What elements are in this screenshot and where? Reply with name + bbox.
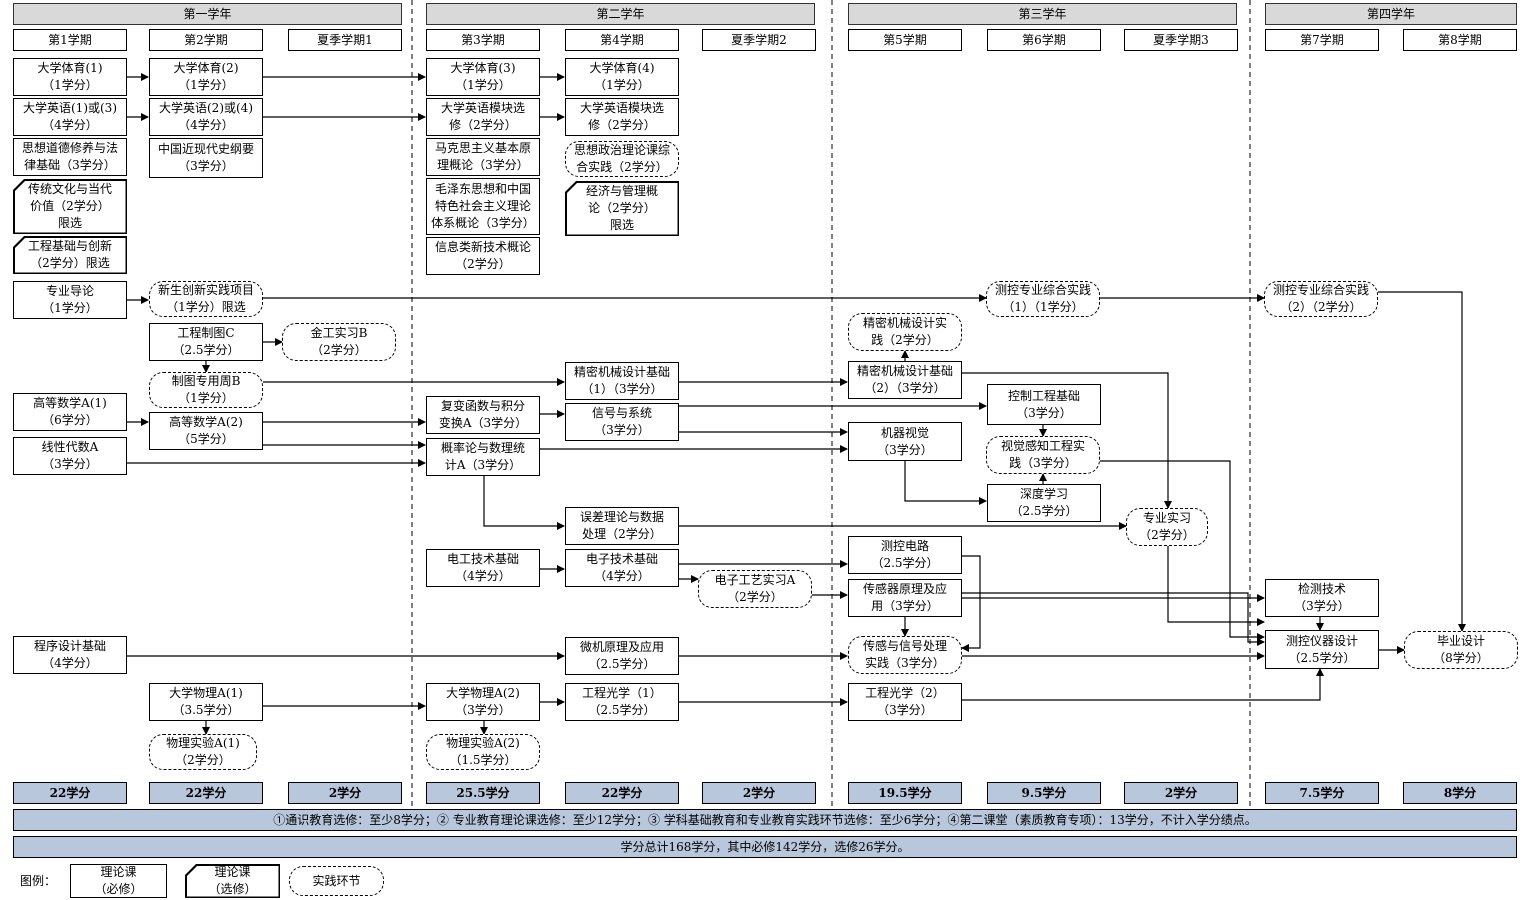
practice-politics: 思想政治理论课综 合实践（2学分） xyxy=(565,141,679,177)
semester-6-header: 第6学期 xyxy=(987,29,1101,51)
year-3-header: 第三学年 xyxy=(848,3,1237,25)
course-intro: 专业导论 （1学分） xyxy=(13,281,127,319)
course-error-theory: 误差理论与数据 处理（2学分） xyxy=(565,507,679,545)
course-electronics: 电子技术基础 （4学分） xyxy=(565,549,679,587)
course-sensors: 传感器原理及应 用（3学分） xyxy=(848,579,962,617)
course-control-engineering: 控制工程基础 （3学分） xyxy=(987,384,1101,425)
legend-elective-theory: 理论课 （选修） xyxy=(186,865,279,897)
semester-8-header: 第8学期 xyxy=(1403,29,1517,51)
course-signals-systems: 信号与系统 （3学分） xyxy=(565,403,679,441)
course-pe3: 大学体育(3) （1学分） xyxy=(426,58,540,96)
course-economics-management: 经济与管理概 论（2学分） 限选 xyxy=(566,182,678,235)
practice-physics-lab2: 物理实验A(2) （1.5学分） xyxy=(426,734,540,770)
course-english-module4: 大学英语模块选 修（2学分） xyxy=(565,98,679,136)
course-instrument-design: 测控仪器设计 （2.5学分） xyxy=(1265,630,1379,669)
course-physics2: 大学物理A(2) （3学分） xyxy=(426,683,540,721)
course-math2: 高等数学A(2) （5学分） xyxy=(149,412,263,450)
semester-1-header: 第1学期 xyxy=(13,29,127,51)
course-optics1: 工程光学（1） （2.5学分） xyxy=(565,683,679,721)
credits-semester-1: 22学分 xyxy=(13,782,127,804)
semester-7-header: 第7学期 xyxy=(1265,29,1379,51)
credits-semester-7: 7.5学分 xyxy=(1265,782,1379,804)
year-1-header: 第一学年 xyxy=(13,3,402,25)
course-modern-history: 中国近现代史纲要 （3学分） xyxy=(149,138,263,178)
course-culture-values: 传统文化与当代 价值（2学分） 限选 xyxy=(14,180,126,233)
credits-semester-6: 9.5学分 xyxy=(987,782,1101,804)
credits-summer-2: 2学分 xyxy=(702,782,816,804)
practice-metal-work: 金工实习B （2学分） xyxy=(282,323,396,361)
course-english1: 大学英语(1)或(3) （4学分） xyxy=(13,98,127,136)
semester-2-header: 第2学期 xyxy=(149,29,263,51)
semester-5-header: 第5学期 xyxy=(848,29,962,51)
prerequisite-arrows xyxy=(127,73,1466,735)
course-drawing: 工程制图C （2.5学分） xyxy=(149,323,263,361)
summer-2-header: 夏季学期2 xyxy=(702,29,816,51)
course-mao-theory: 毛泽东思想和中国 特色社会主义理论 体系概论（3学分） xyxy=(426,178,540,235)
practice-physics-lab1: 物理实验A(1) （2学分） xyxy=(149,734,257,770)
course-precision-design1: 精密机械设计基础 （1）（3学分） xyxy=(565,362,679,400)
course-deep-learning: 深度学习 （2.5学分） xyxy=(987,484,1101,522)
course-precision-design2: 精密机械设计基础 （2）（3学分） xyxy=(848,361,962,399)
credits-summer-3: 2学分 xyxy=(1124,782,1238,804)
credits-semester-3: 25.5学分 xyxy=(426,782,540,804)
semester-4-header: 第4学期 xyxy=(565,29,679,51)
practice-fresh-innovation: 新生创新实践项目 （1学分）限选 xyxy=(149,281,263,317)
practice-mc-comprehensive1: 测控专业综合实践 （1）（1学分） xyxy=(986,281,1100,317)
course-english2: 大学英语(2)或(4) （4学分） xyxy=(149,98,263,136)
practice-sensor-signal: 传感与信号处理 实践（3学分） xyxy=(848,636,962,674)
course-complex-functions: 复变函数与积分 变换A（3学分） xyxy=(426,396,540,434)
credits-semester-2: 22学分 xyxy=(149,782,263,804)
course-english-module3: 大学英语模块选 修（2学分） xyxy=(426,98,540,136)
course-pe1: 大学体育(1) （1学分） xyxy=(13,58,127,96)
course-math1: 高等数学A(1) （6学分） xyxy=(13,393,127,431)
course-detection: 检测技术 （3学分） xyxy=(1265,579,1379,617)
course-engineering-innovation: 工程基础与创新 （2学分）限选 xyxy=(14,237,126,273)
legend-required-theory: 理论课 （必修） xyxy=(70,864,167,898)
credits-semester-8: 8学分 xyxy=(1403,782,1517,804)
practice-mc-comprehensive2: 测控专业综合实践 （2）（2学分） xyxy=(1264,281,1378,317)
practice-internship: 专业实习 （2学分） xyxy=(1126,508,1208,546)
course-machine-vision: 机器视觉 （3学分） xyxy=(848,422,962,461)
legend-title: 图例： xyxy=(20,874,57,888)
legend-practice: 实践环节 xyxy=(289,866,384,896)
elective-notes: ①通识教育选修：至少8学分；② 专业教育理论课选修：至少12学分；③ 学科基础教… xyxy=(13,809,1517,831)
course-mc-circuits: 测控电路 （2.5学分） xyxy=(848,536,962,574)
practice-vision-perception: 视觉感知工程实 践（3学分） xyxy=(986,436,1100,474)
course-electrical: 电工技术基础 （4学分） xyxy=(426,549,540,587)
course-linear-algebra: 线性代数A （3学分） xyxy=(13,437,127,475)
course-probability: 概率论与数理统 计A（3学分） xyxy=(426,438,540,476)
course-moral-law: 思想道德修养与法 律基础（3学分） xyxy=(13,138,127,176)
practice-electronic-craft: 电子工艺实习A （2学分） xyxy=(698,570,812,608)
credits-semester-5: 19.5学分 xyxy=(848,782,962,804)
summer-1-header: 夏季学期1 xyxy=(288,29,402,51)
course-pe4: 大学体育(4) （1学分） xyxy=(565,58,679,96)
year-4-header: 第四学年 xyxy=(1265,3,1517,25)
course-pe2: 大学体育(2) （1学分） xyxy=(149,58,263,96)
course-info-tech: 信息类新技术概论 （2学分） xyxy=(426,237,540,275)
total-credits-note: 学分总计168学分，其中必修142学分，选修26学分。 xyxy=(13,836,1517,858)
course-marxism: 马克思主义基本原 理概论（3学分） xyxy=(426,138,540,176)
course-optics2: 工程光学（2） （3学分） xyxy=(848,683,962,721)
course-microcomputer: 微机原理及应用 （2.5学分） xyxy=(565,637,679,675)
practice-graduation-project: 毕业设计 （8学分） xyxy=(1404,631,1518,669)
year-2-header: 第二学年 xyxy=(426,3,815,25)
practice-drawing-week: 制图专用周B （1学分） xyxy=(149,372,263,408)
summer-3-header: 夏季学期3 xyxy=(1124,29,1238,51)
credits-semester-4: 22学分 xyxy=(565,782,679,804)
practice-precision-design: 精密机械设计实 践（2学分） xyxy=(848,313,962,351)
semester-3-header: 第3学期 xyxy=(426,29,540,51)
course-programming: 程序设计基础 （4学分） xyxy=(13,636,127,674)
credits-summer-1: 2学分 xyxy=(288,782,402,804)
course-physics1: 大学物理A(1) （3.5学分） xyxy=(149,683,263,721)
